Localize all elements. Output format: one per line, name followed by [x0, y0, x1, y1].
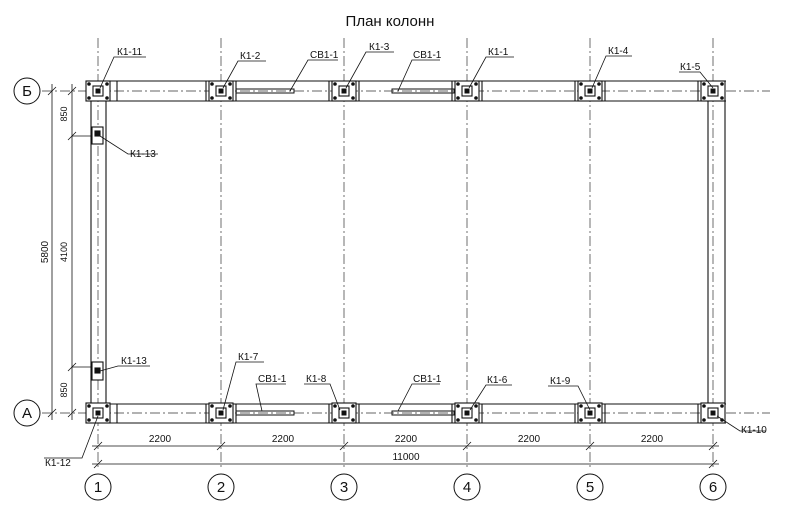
- label-k1-10: К1-10: [741, 425, 767, 436]
- axis-bubble-1: [84, 473, 112, 501]
- label-k1-8: К1-8: [306, 374, 327, 385]
- brace-bottom-2: [391, 410, 455, 416]
- label-k1-13-top: К1-13: [130, 149, 156, 160]
- axis-label-a: А: [22, 405, 32, 422]
- dim-total-bottom: 11000: [392, 452, 420, 463]
- axis-label-3: 3: [340, 479, 348, 496]
- dim-left-middle: 4100: [59, 242, 69, 262]
- column-base: [454, 402, 480, 424]
- column-base: [208, 402, 234, 424]
- dim-total-left: 5800: [40, 240, 51, 263]
- label-k1-5: К1-5: [680, 62, 701, 73]
- axis-bubble-5: [576, 473, 604, 501]
- column-base: [208, 80, 234, 102]
- label-k1-9: К1-9: [550, 376, 571, 387]
- side-columns: [91, 126, 104, 381]
- label-sv1-1-bottom-1: СВ1-1: [258, 374, 287, 385]
- bracing-elements: [235, 88, 455, 416]
- brace-top-1: [235, 88, 295, 94]
- axis-label-4: 4: [463, 479, 471, 496]
- label-k1-2: К1-2: [240, 51, 261, 62]
- bottom-dimension-lines: [92, 441, 719, 469]
- label-sv1-1-top-2: СВ1-1: [413, 50, 442, 61]
- label-k1-7: К1-7: [238, 352, 259, 363]
- column-base: [454, 80, 480, 102]
- column-base: [331, 80, 357, 102]
- label-k1-3: К1-3: [369, 42, 390, 53]
- axis-bubble-a: [13, 399, 41, 427]
- axis-label-2: 2: [217, 479, 225, 496]
- axis-label-1: 1: [94, 479, 102, 496]
- label-sv1-1-top-1: СВ1-1: [310, 50, 339, 61]
- axis-bubble-labels: 1 2 3 4 5 6 Б А: [22, 83, 717, 496]
- axis-bubble-6: [699, 473, 727, 501]
- dim-5-6: 2200: [641, 434, 664, 445]
- label-k1-4: К1-4: [608, 46, 629, 57]
- beam-labels: СВ1-1 СВ1-1 СВ1-1 СВ1-1: [258, 50, 442, 385]
- axis-label-5: 5: [586, 479, 594, 496]
- column-base: [331, 402, 357, 424]
- columns: [85, 80, 726, 424]
- axis-bubble-4: [453, 473, 481, 501]
- label-k1-13-bottom: К1-13: [121, 356, 147, 367]
- column-base: [700, 80, 726, 102]
- dim-3-4: 2200: [395, 434, 418, 445]
- axis-bubble-3: [330, 473, 358, 501]
- leader-lines: [44, 51, 766, 459]
- axis-bubbles: [13, 77, 727, 501]
- column-labels: К1-11 К1-2 К1-3 К1-1 К1-4 К1-5 К1-13 К1-…: [45, 42, 767, 469]
- axis-bubble-b: [13, 77, 41, 105]
- column-base: [85, 80, 111, 102]
- label-k1-11: К1-11: [117, 47, 143, 58]
- label-k1-12: К1-12: [45, 458, 71, 469]
- column-base: [577, 80, 603, 102]
- left-dimension-lines: [47, 84, 92, 420]
- left-dimension-values: 5800 850 4100 850: [40, 106, 69, 397]
- drawing-title: План колонн: [346, 13, 435, 30]
- brace-top-2: [391, 88, 455, 94]
- dim-1-2: 2200: [149, 434, 172, 445]
- label-k1-6: К1-6: [487, 375, 508, 386]
- bottom-dimension-values: 2200 2200 2200 2200 2200 11000: [149, 434, 664, 463]
- column-base: [700, 402, 726, 424]
- column-base: [577, 402, 603, 424]
- dim-left-top: 850: [59, 106, 69, 121]
- frame-beams: [86, 80, 726, 424]
- label-sv1-1-bottom-2: СВ1-1: [413, 374, 442, 385]
- axis-label-6: 6: [709, 479, 717, 496]
- grid-axis-lines: [42, 38, 770, 470]
- dim-2-3: 2200: [272, 434, 295, 445]
- axis-label-b: Б: [22, 83, 32, 100]
- label-k1-1: К1-1: [488, 47, 509, 58]
- axis-bubble-2: [207, 473, 235, 501]
- dim-4-5: 2200: [518, 434, 541, 445]
- brace-bottom-1: [235, 410, 295, 416]
- dim-left-bottom: 850: [59, 382, 69, 397]
- column-base: [85, 402, 111, 424]
